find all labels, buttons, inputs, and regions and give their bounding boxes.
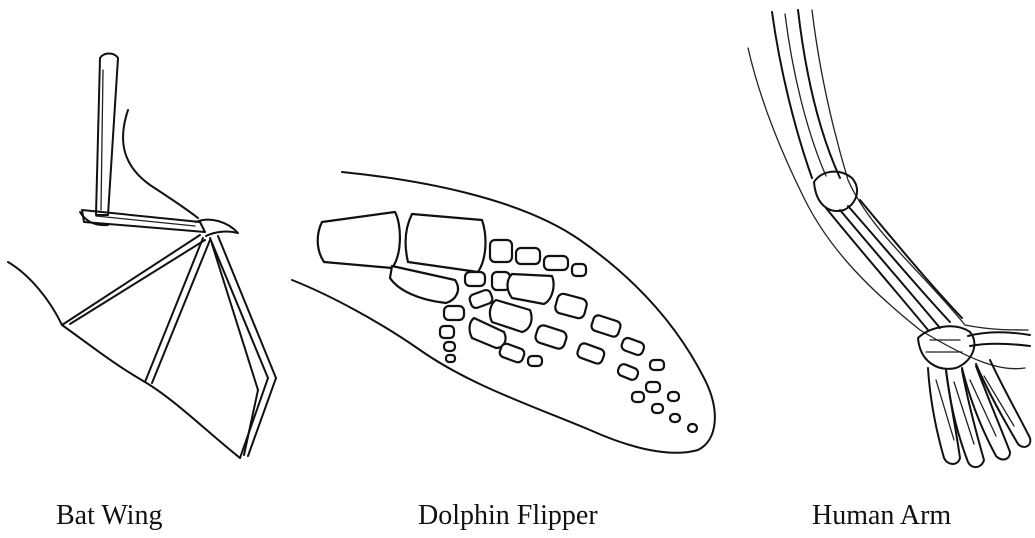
human-arm-drawing [748, 10, 1030, 467]
bat-humerus [96, 54, 118, 216]
human-thumb [968, 332, 1030, 336]
human-ulna [848, 206, 950, 322]
bat-wing-label: Bat Wing [56, 500, 162, 532]
bat-digit-4 [210, 238, 268, 378]
human-arm-outline [748, 48, 1025, 369]
dolphin-radius [406, 214, 486, 272]
human-carpals [918, 326, 974, 369]
dolphin-ulna [390, 266, 458, 303]
bat-wing-drawing [8, 54, 276, 459]
dolphin-phalanges [440, 292, 697, 432]
dolphin-flipper-drawing [292, 172, 715, 453]
human-fingers [928, 360, 1030, 467]
bat-digit-2 [62, 235, 200, 325]
dolphin-humerus [318, 212, 400, 268]
dolphin-flipper-label: Dolphin Flipper [418, 500, 598, 532]
human-arm-label: Human Arm [812, 500, 951, 532]
human-elbow [814, 172, 857, 211]
bat-body-contour [123, 110, 198, 218]
human-humerus [772, 12, 812, 178]
